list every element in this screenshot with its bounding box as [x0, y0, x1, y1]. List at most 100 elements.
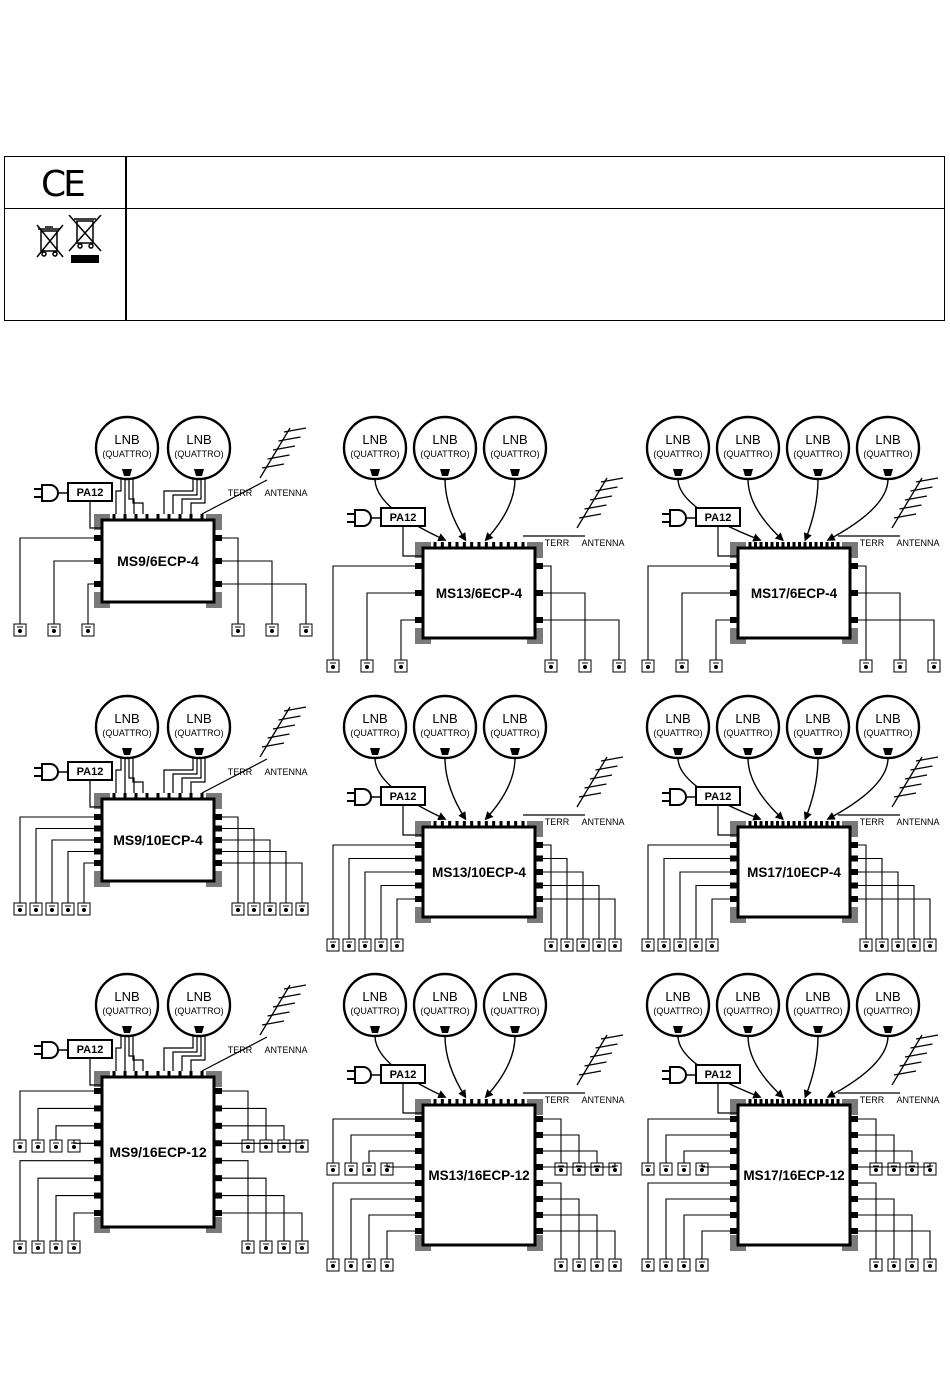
output-cable	[858, 857, 883, 939]
output-port	[850, 1132, 858, 1138]
output-cable	[858, 1118, 877, 1163]
tv-outlet-icon	[299, 623, 313, 637]
lnb-cable	[190, 758, 206, 793]
output-cable	[55, 1195, 94, 1241]
psu-label: PA12	[705, 1069, 732, 1081]
lnb-connector-icon	[673, 748, 683, 755]
lnb-quattro-label: (QUATTRO)	[653, 449, 702, 459]
output-port	[535, 1180, 543, 1186]
output-port	[415, 1164, 423, 1170]
tv-outlet-icon	[576, 938, 590, 952]
output-port	[94, 825, 102, 832]
antenna-label: ANTENNA	[896, 817, 939, 827]
output-cable	[396, 898, 415, 939]
input-port	[825, 1099, 829, 1105]
output-port	[850, 1116, 858, 1122]
psu-label: PA12	[705, 512, 732, 524]
lnb-label: LNB	[665, 711, 690, 726]
output-port	[730, 1228, 738, 1234]
output-cable	[386, 1230, 415, 1259]
input-port	[440, 1099, 444, 1105]
input-port	[765, 542, 768, 548]
output-port	[535, 869, 543, 875]
output-port	[415, 1148, 423, 1154]
lnb-quattro-label: (QUATTRO)	[723, 449, 772, 459]
input-port	[770, 1099, 774, 1105]
lnb-label: LNB	[875, 432, 900, 447]
input-port	[477, 1099, 481, 1105]
power-plug-icon	[41, 763, 59, 781]
power-plug-icon	[669, 788, 687, 806]
input-port	[809, 542, 812, 548]
output-port	[730, 896, 738, 902]
output-cable	[35, 827, 94, 903]
tv-outlet-icon	[362, 1258, 376, 1272]
output-cable	[222, 1140, 303, 1144]
input-port	[448, 1099, 452, 1105]
output-port	[850, 896, 858, 902]
tv-outlet-icon	[13, 623, 27, 637]
tv-outlet-icon	[905, 1162, 919, 1176]
input-port	[112, 1071, 116, 1077]
lnb-quattro-label: (QUATTRO)	[350, 1006, 399, 1016]
lnb-cable	[172, 479, 198, 514]
tv-outlet-icon	[689, 938, 703, 952]
input-port	[803, 821, 807, 827]
multiswitch-diagram: MS17/6ECP-4LNB(QUATTRO)LNB(QUATTRO)LNB(Q…	[641, 415, 941, 673]
output-port	[850, 1148, 858, 1154]
output-port	[415, 1132, 423, 1138]
lnb-dish: LNB(QUATTRO)	[482, 694, 548, 760]
lnb-quattro-label: (QUATTRO)	[174, 449, 223, 459]
output-cable	[87, 583, 94, 624]
antenna-label: ANTENNA	[581, 817, 624, 827]
input-port	[462, 1099, 466, 1105]
output-port	[94, 1157, 102, 1164]
lnb-connector-icon	[743, 1026, 753, 1033]
tv-outlet-icon	[259, 1139, 273, 1153]
lnb-label: LNB	[665, 989, 690, 1004]
input-port	[448, 821, 452, 827]
lnb-quattro-label: (QUATTRO)	[490, 449, 539, 459]
input-port	[167, 514, 171, 520]
output-port	[214, 848, 222, 855]
tv-outlet-icon	[544, 659, 558, 673]
input-port	[521, 821, 525, 827]
tv-outlet-icon	[326, 1258, 340, 1272]
output-port	[850, 882, 858, 889]
lnb-dish: LNB(QUATTRO)	[785, 415, 851, 481]
output-cable	[647, 1118, 730, 1163]
lnb-dish: LNB(QUATTRO)	[482, 415, 548, 481]
tv-outlet-icon	[893, 659, 907, 673]
lnb-dish: LNB(QUATTRO)	[855, 415, 921, 481]
output-port	[850, 1212, 858, 1218]
input-port	[814, 1099, 818, 1105]
lnb-cable	[826, 1035, 889, 1098]
lnb-quattro-label: (QUATTRO)	[863, 728, 912, 738]
input-port	[200, 1071, 204, 1077]
lnb-dish: LNB(QUATTRO)	[412, 415, 478, 481]
output-cable	[543, 1163, 616, 1168]
output-port	[850, 869, 858, 875]
tv-outlet-icon	[394, 659, 408, 673]
model-label: MS17/16ECP-12	[743, 1168, 844, 1183]
lnb-label: LNB	[875, 711, 900, 726]
lnb-connector-icon	[194, 748, 204, 755]
output-port	[730, 842, 738, 848]
lnb-cable	[803, 1035, 819, 1099]
lnb-connector-icon	[370, 469, 380, 476]
tv-outlet-icon	[344, 1258, 358, 1272]
output-cable	[222, 1195, 285, 1241]
tv-outlet-icon	[554, 1258, 568, 1272]
output-port	[730, 1116, 738, 1122]
output-cable	[858, 884, 915, 939]
tv-outlet-icon	[695, 1162, 709, 1176]
output-port	[535, 1164, 543, 1170]
output-cable	[543, 844, 552, 939]
output-cable	[543, 898, 616, 939]
output-port	[535, 617, 543, 623]
lnb-dish: LNB(QUATTRO)	[166, 415, 232, 481]
input-port	[803, 1099, 807, 1105]
lnb-dish: LNB(QUATTRO)	[645, 972, 711, 1038]
